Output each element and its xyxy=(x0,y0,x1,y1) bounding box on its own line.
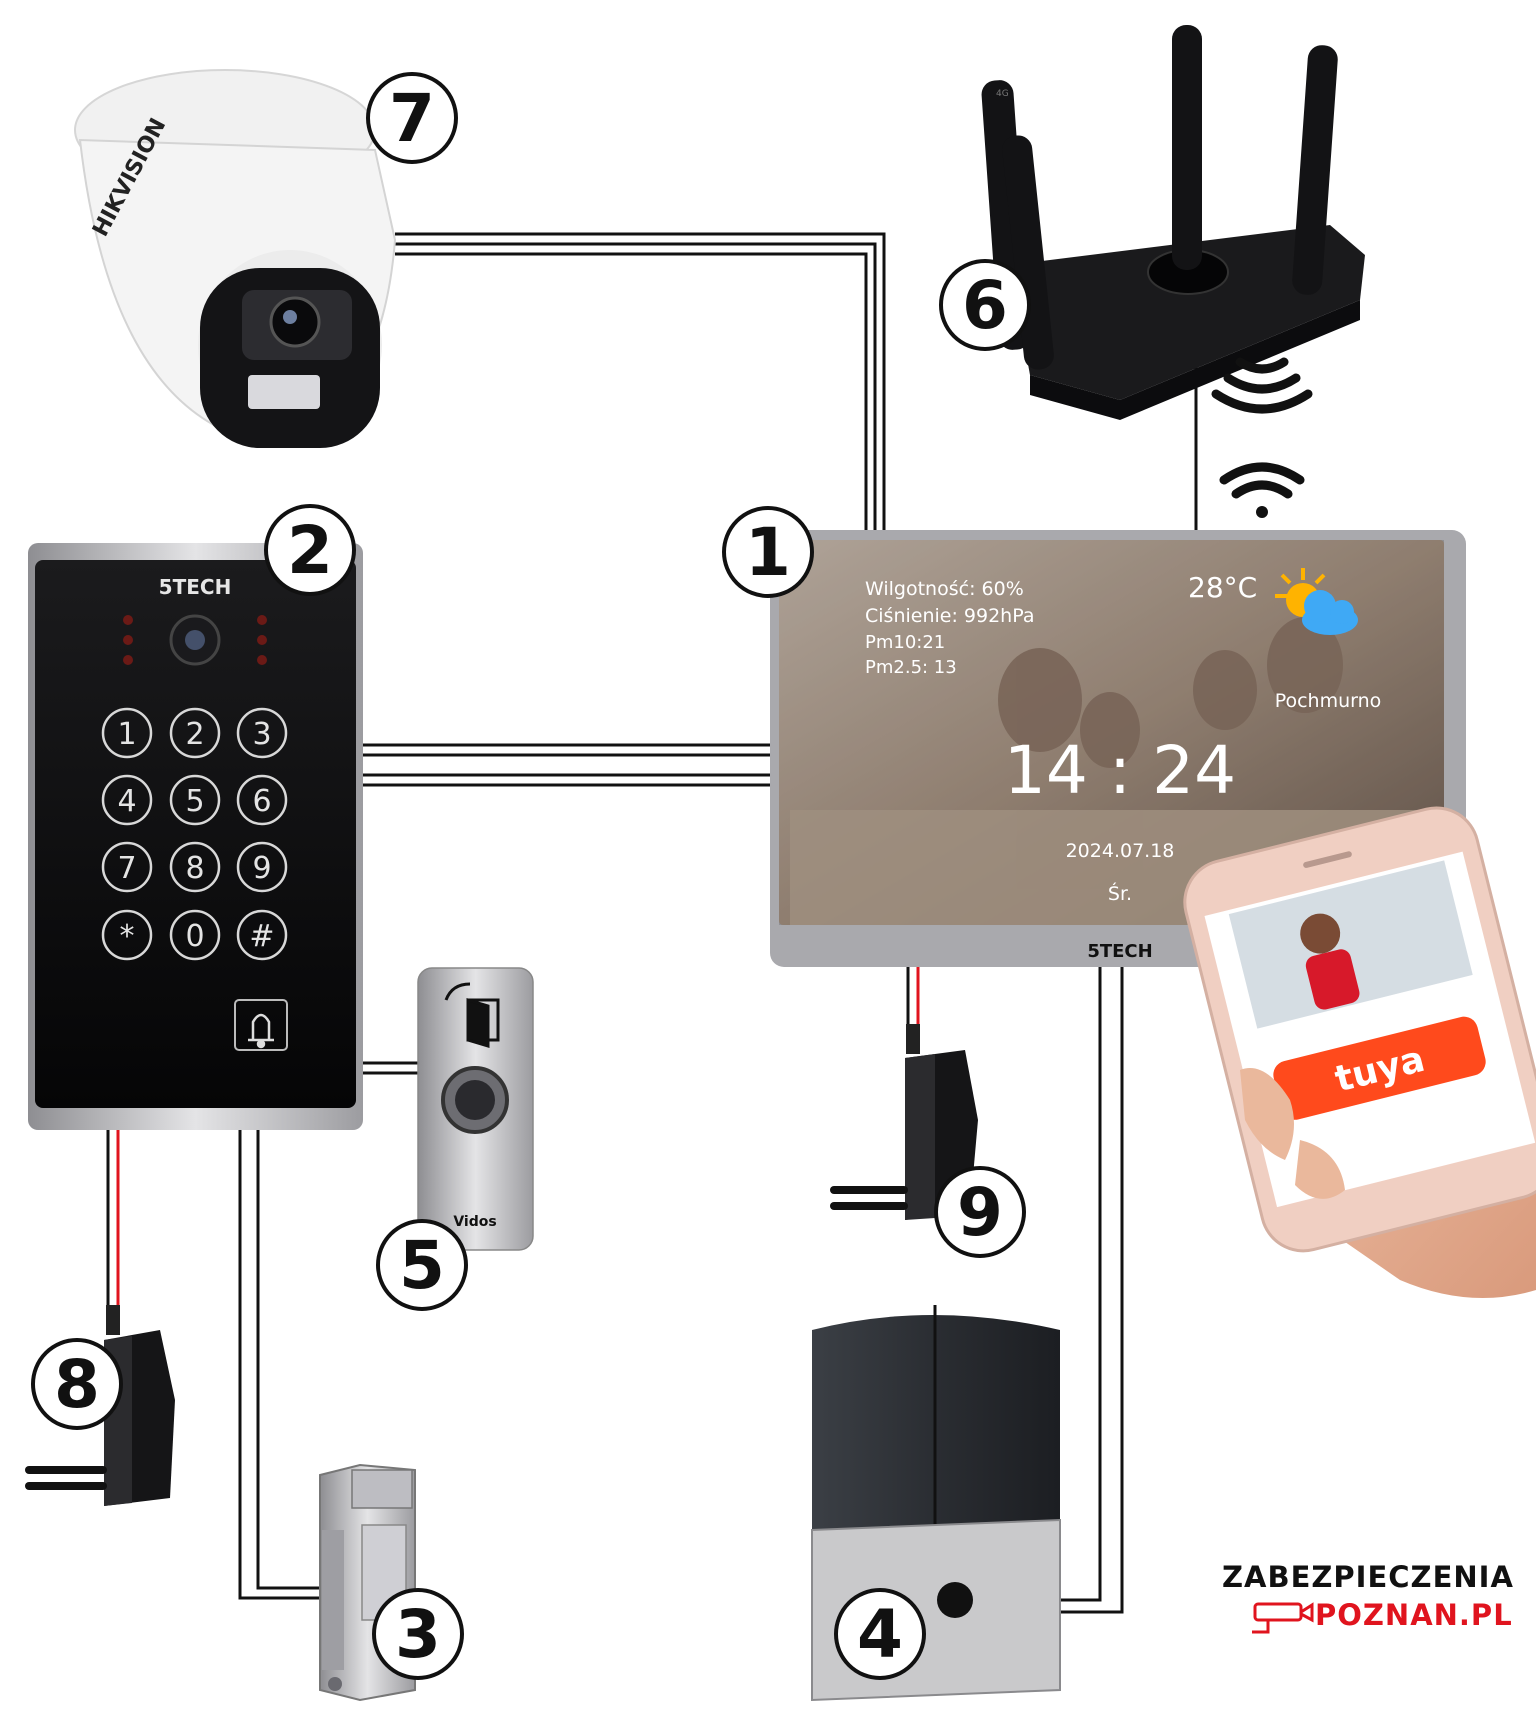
badge-circle-1 xyxy=(722,506,814,598)
keypad-key-label: 6 xyxy=(252,784,271,819)
monitor-date: 2024.07.18 xyxy=(1066,840,1175,862)
badge-circle-7 xyxy=(366,72,458,164)
keypad-key-label: 2 xyxy=(185,717,204,752)
cctv-camera-icon xyxy=(1252,1602,1314,1634)
badge-number-2: 2 xyxy=(287,512,333,589)
badge-circle-9 xyxy=(934,1166,1026,1258)
smartphone-in-hand: tuya xyxy=(1183,806,1536,1298)
keypad-key[interactable] xyxy=(169,774,221,826)
monitor-weekday: Śr. xyxy=(1108,881,1132,905)
keypad-key[interactable] xyxy=(236,841,288,893)
badge-circle-8 xyxy=(31,1338,123,1430)
badge-circle-2 xyxy=(264,504,356,596)
keypad-key[interactable] xyxy=(236,707,288,759)
wires xyxy=(238,232,1198,1614)
logo-line2: POZNAN.PL xyxy=(1315,1598,1513,1632)
badge-number-7: 7 xyxy=(389,80,435,157)
exit-button-brand: Vidos xyxy=(453,1214,496,1230)
badge-number-8: 8 xyxy=(54,1346,100,1423)
badge-number-6: 6 xyxy=(962,267,1008,344)
router-antenna-label: 4G xyxy=(996,89,1009,99)
badge-number-4: 4 xyxy=(857,1596,903,1673)
monitor-pressure: Ciśnienie: 992hPa xyxy=(865,605,1034,627)
keypad-key-label: 8 xyxy=(185,851,204,886)
doorstation-brand: 5TECH xyxy=(159,575,232,599)
router: 4G xyxy=(981,25,1365,420)
company-logo: ZABEZPIECZENIA POZNAN.PL xyxy=(1222,1560,1514,1634)
badge-circle-5 xyxy=(376,1219,468,1311)
number-badges: 1 2 3 4 5 6 7 8 9 xyxy=(31,72,1031,1680)
keypad-key-label: 9 xyxy=(252,851,271,886)
keypad-key[interactable] xyxy=(101,774,153,826)
power-wires xyxy=(106,967,920,1310)
badge-circle-4 xyxy=(834,1588,926,1680)
keypad-key-label: 5 xyxy=(185,784,204,819)
monitor-brand: 5TECH xyxy=(1087,941,1152,962)
keypad-key-label: 3 xyxy=(252,717,271,752)
badge-number-9: 9 xyxy=(957,1174,1003,1251)
badge-circle-6 xyxy=(939,259,1031,351)
exit-button-plate: Vidos xyxy=(417,967,534,1251)
badge-circle-3 xyxy=(372,1588,464,1680)
keypad-key[interactable] xyxy=(169,707,221,759)
keypad-key[interactable] xyxy=(169,841,221,893)
keypad-key[interactable] xyxy=(236,909,288,961)
keypad-key[interactable] xyxy=(101,909,153,961)
weather-cloud-sun-icon xyxy=(1275,568,1358,635)
badge-number-1: 1 xyxy=(745,514,791,591)
keypad-key-label: 4 xyxy=(117,784,136,819)
keypad: 1 2 3 4 5 6 7 8 9 * 0 # xyxy=(101,707,288,961)
bell-button[interactable] xyxy=(234,999,288,1051)
monitor-humidity: Wilgotność: 60% xyxy=(865,578,1024,600)
logo-line1: ZABEZPIECZENIA xyxy=(1222,1560,1514,1594)
keypad-key[interactable] xyxy=(169,909,221,961)
keypad-key-label: # xyxy=(249,919,274,954)
monitor-time: 14 : 24 xyxy=(1004,732,1236,809)
keypad-key[interactable] xyxy=(101,841,153,893)
keypad-key-label: 0 xyxy=(185,919,204,954)
monitor-temperature: 28°C xyxy=(1188,571,1257,604)
monitor-pm25: Pm2.5: 13 xyxy=(865,657,957,678)
keypad-key[interactable] xyxy=(236,774,288,826)
keypad-key[interactable] xyxy=(101,707,153,759)
keypad-key-label: 7 xyxy=(117,851,136,886)
door-exit-icon xyxy=(444,982,500,1049)
keypad-key-label: * xyxy=(120,919,135,954)
badge-number-3: 3 xyxy=(395,1596,441,1673)
monitor-pm10: Pm10:21 xyxy=(865,632,945,653)
monitor-weather: Pochmurno xyxy=(1275,690,1382,712)
door-station: 5TECH 1 2 3 4 5 6 7 8 9 * 0 # xyxy=(28,543,363,1130)
signal-waves-icon xyxy=(1211,357,1313,414)
bell-icon xyxy=(248,1013,274,1049)
badge-number-5: 5 xyxy=(399,1227,445,1304)
gate-motor xyxy=(811,1305,1061,1702)
dome-camera: HIKVISION xyxy=(74,69,397,448)
wifi-icon xyxy=(1219,462,1305,518)
keypad-key-label: 1 xyxy=(117,717,136,752)
